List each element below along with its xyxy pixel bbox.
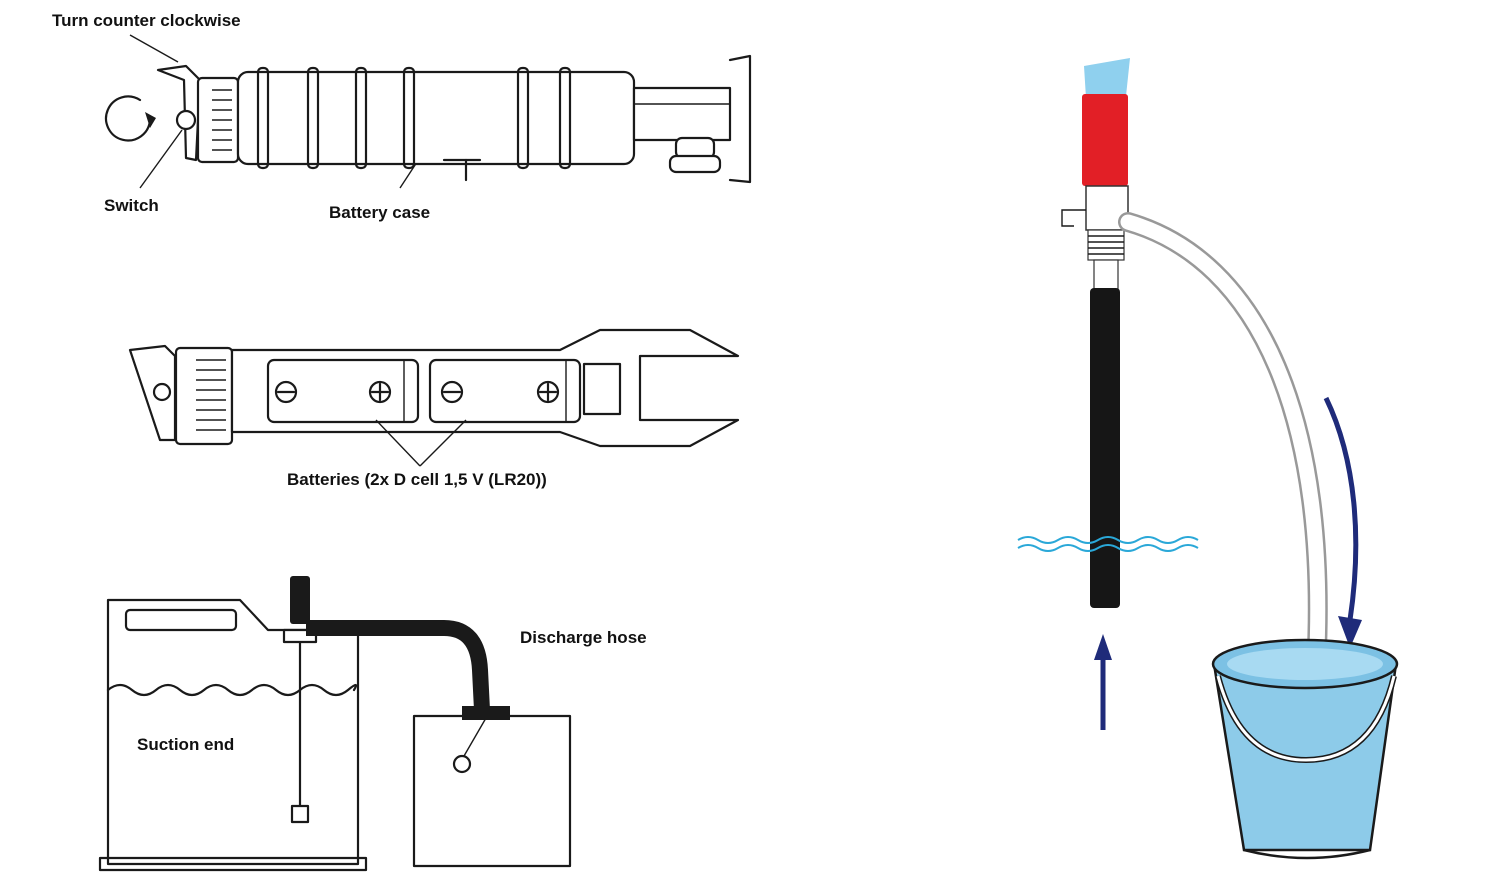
pump-nozzle bbox=[632, 86, 732, 142]
switch-knob bbox=[175, 109, 197, 131]
discharge-hose-shape bbox=[306, 620, 490, 711]
pump-handle bbox=[290, 576, 310, 624]
pump-top-blue bbox=[1084, 58, 1130, 98]
water-surface-lines bbox=[1017, 536, 1199, 552]
siphon-illustration bbox=[1017, 58, 1399, 860]
battery-2 bbox=[428, 358, 582, 424]
label-batteries: Batteries (2x D cell 1,5 V (LR20)) bbox=[287, 470, 547, 489]
leader-turn bbox=[129, 34, 179, 63]
receiving-tank bbox=[412, 714, 572, 868]
liquid-surface bbox=[106, 683, 358, 697]
rotation-arrowhead bbox=[145, 112, 156, 128]
pump-interior-drawing bbox=[128, 328, 740, 467]
flow-down-arrow bbox=[1323, 396, 1359, 621]
pump-head bbox=[1082, 94, 1128, 186]
tank-setup-drawing bbox=[98, 576, 572, 872]
leader-switch bbox=[139, 129, 183, 189]
battery-1 bbox=[266, 358, 420, 424]
label-discharge-hose: Discharge hose bbox=[520, 628, 647, 647]
rotate-counterclockwise-icon bbox=[104, 95, 152, 142]
pump-exterior-drawing bbox=[104, 34, 752, 189]
pump-cap bbox=[156, 64, 202, 162]
source-tank bbox=[106, 598, 360, 866]
label-switch: Switch bbox=[104, 196, 159, 215]
battery-case-body bbox=[236, 70, 636, 166]
label-battery-case: Battery case bbox=[329, 203, 431, 222]
intake-hose bbox=[1090, 288, 1120, 608]
label-suction-end: Suction end bbox=[137, 735, 235, 754]
label-turn-counter-clockwise: Turn counter clockwise bbox=[52, 11, 241, 30]
